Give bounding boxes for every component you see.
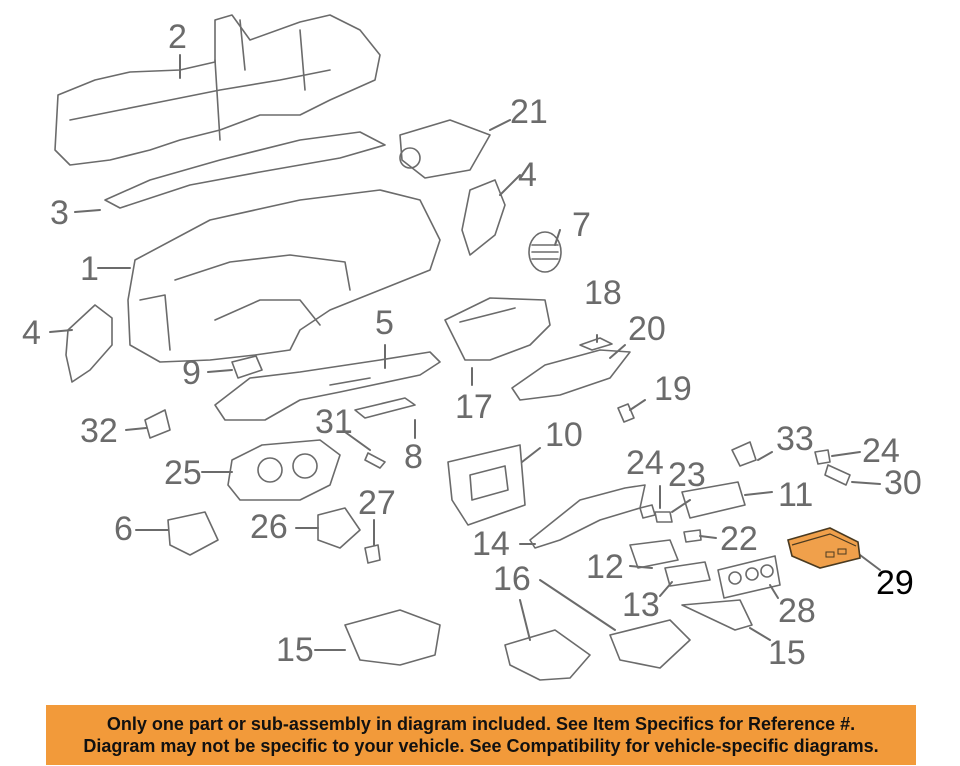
part-31-fastener — [364, 452, 386, 469]
callout-12: 12 — [586, 548, 624, 586]
callout-7: 7 — [572, 206, 591, 244]
part-13-pad — [664, 561, 711, 587]
callout-9: 9 — [182, 354, 201, 392]
callout-17: 17 — [455, 388, 493, 426]
callout-15-right: 15 — [768, 634, 806, 672]
part-29-control-module-highlighted — [787, 527, 861, 569]
part-10-center-bezel — [447, 444, 526, 526]
part-19-clip — [617, 403, 635, 423]
part-24-socket-right — [814, 449, 831, 465]
leader-lines — [49, 54, 881, 651]
part-15-panel-right — [681, 599, 753, 631]
callout-29: 29 — [876, 564, 914, 602]
callout-23: 23 — [668, 456, 706, 494]
part-26-switch-block — [317, 507, 361, 549]
callout-10: 10 — [545, 416, 583, 454]
part-18-latch — [579, 337, 613, 351]
callout-26: 26 — [250, 508, 288, 546]
callout-24-left: 24 — [626, 444, 664, 482]
part-2-crossmember-beam — [54, 14, 381, 166]
callout-4-left: 4 — [22, 314, 41, 352]
part-5-cluster-bezel — [214, 351, 441, 421]
callout-13: 13 — [622, 586, 660, 624]
disclaimer-line-1: Only one part or sub-assembly in diagram… — [106, 714, 856, 734]
part-3-dash-top-trim — [104, 131, 386, 209]
callout-31: 31 — [315, 403, 353, 441]
callout-3: 3 — [50, 194, 69, 232]
part-24-socket-left — [639, 504, 656, 519]
callout-8: 8 — [404, 438, 423, 476]
callout-1: 1 — [80, 250, 99, 288]
part-16-bracket-assembly — [504, 619, 691, 681]
callout-19: 19 — [654, 370, 692, 408]
disclaimer-banner: Only one part or sub-assembly in diagram… — [46, 705, 916, 765]
part-33-connector — [731, 441, 757, 467]
part-32-bracket — [144, 409, 171, 439]
callout-30: 30 — [884, 464, 922, 502]
callout-4-right: 4 — [518, 156, 537, 194]
part-17-glove-box — [444, 297, 551, 361]
part-14-console-trim — [529, 484, 646, 549]
part-27-screw — [364, 544, 381, 564]
callout-27: 27 — [358, 484, 396, 522]
callout-20: 20 — [628, 310, 666, 348]
part-25-instrument-cluster — [227, 439, 341, 501]
callout-24-right: 24 — [862, 432, 900, 470]
part-8-vent-strip — [354, 397, 416, 419]
part-20-glove-box-door — [511, 349, 631, 401]
part-21-airbag-module — [399, 119, 491, 179]
part-7-vent — [528, 231, 562, 273]
callout-2: 2 — [168, 18, 187, 56]
part-11-switch-assembly — [681, 481, 746, 519]
callout-28: 28 — [778, 592, 816, 630]
callout-22: 22 — [720, 520, 758, 558]
parts-diagram — [49, 14, 881, 681]
callout-11: 11 — [778, 476, 814, 514]
callout-15-left: 15 — [276, 631, 314, 669]
part-28-climate-control — [717, 555, 781, 599]
callout-14: 14 — [472, 525, 510, 563]
callout-21: 21 — [510, 93, 548, 131]
part-23-bulb — [654, 511, 673, 523]
disclaimer-line-2: Diagram may not be specific to your vehi… — [83, 736, 879, 756]
part-4-end-cap-left — [65, 304, 113, 383]
part-30-bulb — [824, 464, 851, 486]
callout-18: 18 — [584, 274, 622, 312]
part-4-end-cap-right — [461, 179, 506, 256]
part-22-clip — [683, 529, 702, 543]
callout-33: 33 — [776, 420, 814, 458]
callout-5: 5 — [375, 304, 394, 342]
part-9-switch — [231, 355, 263, 379]
part-6-duct — [167, 511, 219, 556]
callout-6: 6 — [114, 510, 133, 548]
callout-16: 16 — [493, 560, 531, 598]
part-1-instrument-panel — [127, 189, 441, 363]
callout-25: 25 — [164, 454, 202, 492]
part-15-panel-left — [344, 609, 441, 666]
callout-32: 32 — [80, 412, 118, 450]
part-12-module — [629, 539, 679, 569]
